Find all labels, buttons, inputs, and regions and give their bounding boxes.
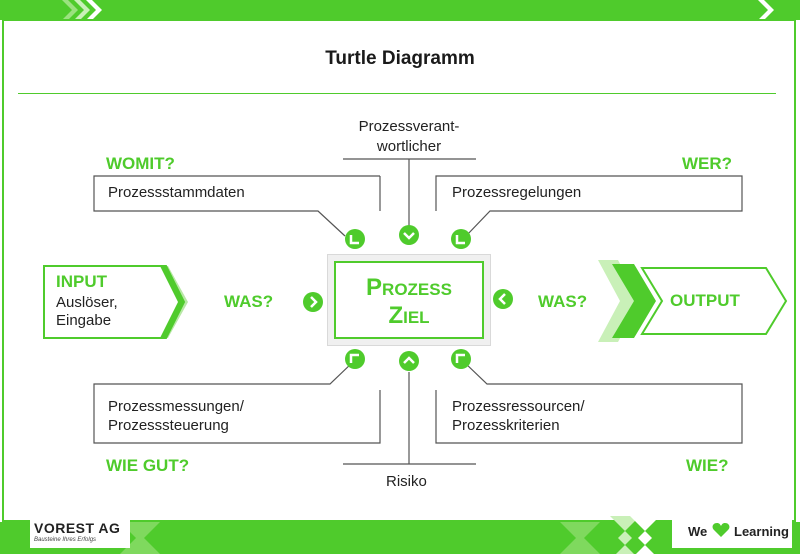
slogan-we: We: [688, 524, 708, 539]
page-title: Turtle Diagramm: [325, 48, 475, 69]
question-was-right: WAS?: [538, 292, 588, 311]
input-description: Auslöser, Eingabe: [56, 294, 118, 330]
slogan-background: [672, 516, 792, 548]
question-wie: WIE?: [686, 456, 729, 475]
question-was-left: WAS?: [224, 292, 274, 311]
risk-label: Risiko: [386, 473, 427, 490]
box-process-measurements-line2: Prozesssteuerung: [108, 417, 229, 434]
corner-arrow-icon: [451, 349, 471, 369]
process-owner-label: Prozessverant- wortlicher: [348, 117, 470, 157]
title-divider: [18, 93, 776, 94]
question-wie-gut: WIE GUT?: [106, 456, 190, 475]
box-process-resources-line2: Prozesskriterien: [452, 417, 560, 434]
box-process-regulations: Prozessregelungen: [452, 184, 582, 201]
output-arrow: [598, 260, 788, 342]
input-title: INPUT: [56, 272, 107, 291]
box-process-resources-line1: Prozessressourcen/: [452, 398, 585, 415]
process-goal-box: Prozess Ziel: [334, 261, 484, 339]
process-goal-line1: Prozess: [366, 274, 452, 301]
process-owner-line2: wortlicher: [376, 138, 442, 155]
footer-banner: [0, 516, 800, 554]
chevron-up-icon: [399, 351, 419, 371]
process-owner-line1: Prozessverant-: [358, 118, 460, 135]
input-line2: Eingabe: [56, 312, 112, 329]
box-process-measurements: Prozessmessungen/ Prozesssteuerung: [108, 397, 244, 435]
box-process-resources: Prozessressourcen/ Prozesskriterien: [452, 397, 585, 435]
corner-arrow-icon: [345, 229, 365, 249]
input-arrow: [43, 265, 188, 339]
input-line1: Auslöser,: [56, 294, 118, 311]
box-process-master-data: Prozessstammdaten: [108, 184, 245, 201]
slogan-learning: Learning: [734, 524, 789, 539]
question-womit: WOMIT?: [106, 154, 175, 173]
process-goal-line2: Ziel: [388, 302, 430, 329]
output-title: OUTPUT: [670, 291, 740, 310]
chevron-down-icon: [399, 225, 419, 245]
company-logo: VOREST AG: [34, 520, 121, 536]
heart-icon: [712, 523, 730, 537]
top-banner: [0, 0, 800, 20]
chevron-left-icon: [493, 289, 513, 309]
corner-arrow-icon: [451, 229, 471, 249]
chevron-right-icon: [303, 292, 323, 312]
corner-arrow-icon: [345, 349, 365, 369]
question-wer: WER?: [682, 154, 733, 173]
logo-background: [30, 518, 130, 548]
company-tagline: Bausteine Ihres Erfolgs: [34, 537, 97, 543]
box-process-measurements-line1: Prozessmessungen/: [108, 398, 244, 415]
